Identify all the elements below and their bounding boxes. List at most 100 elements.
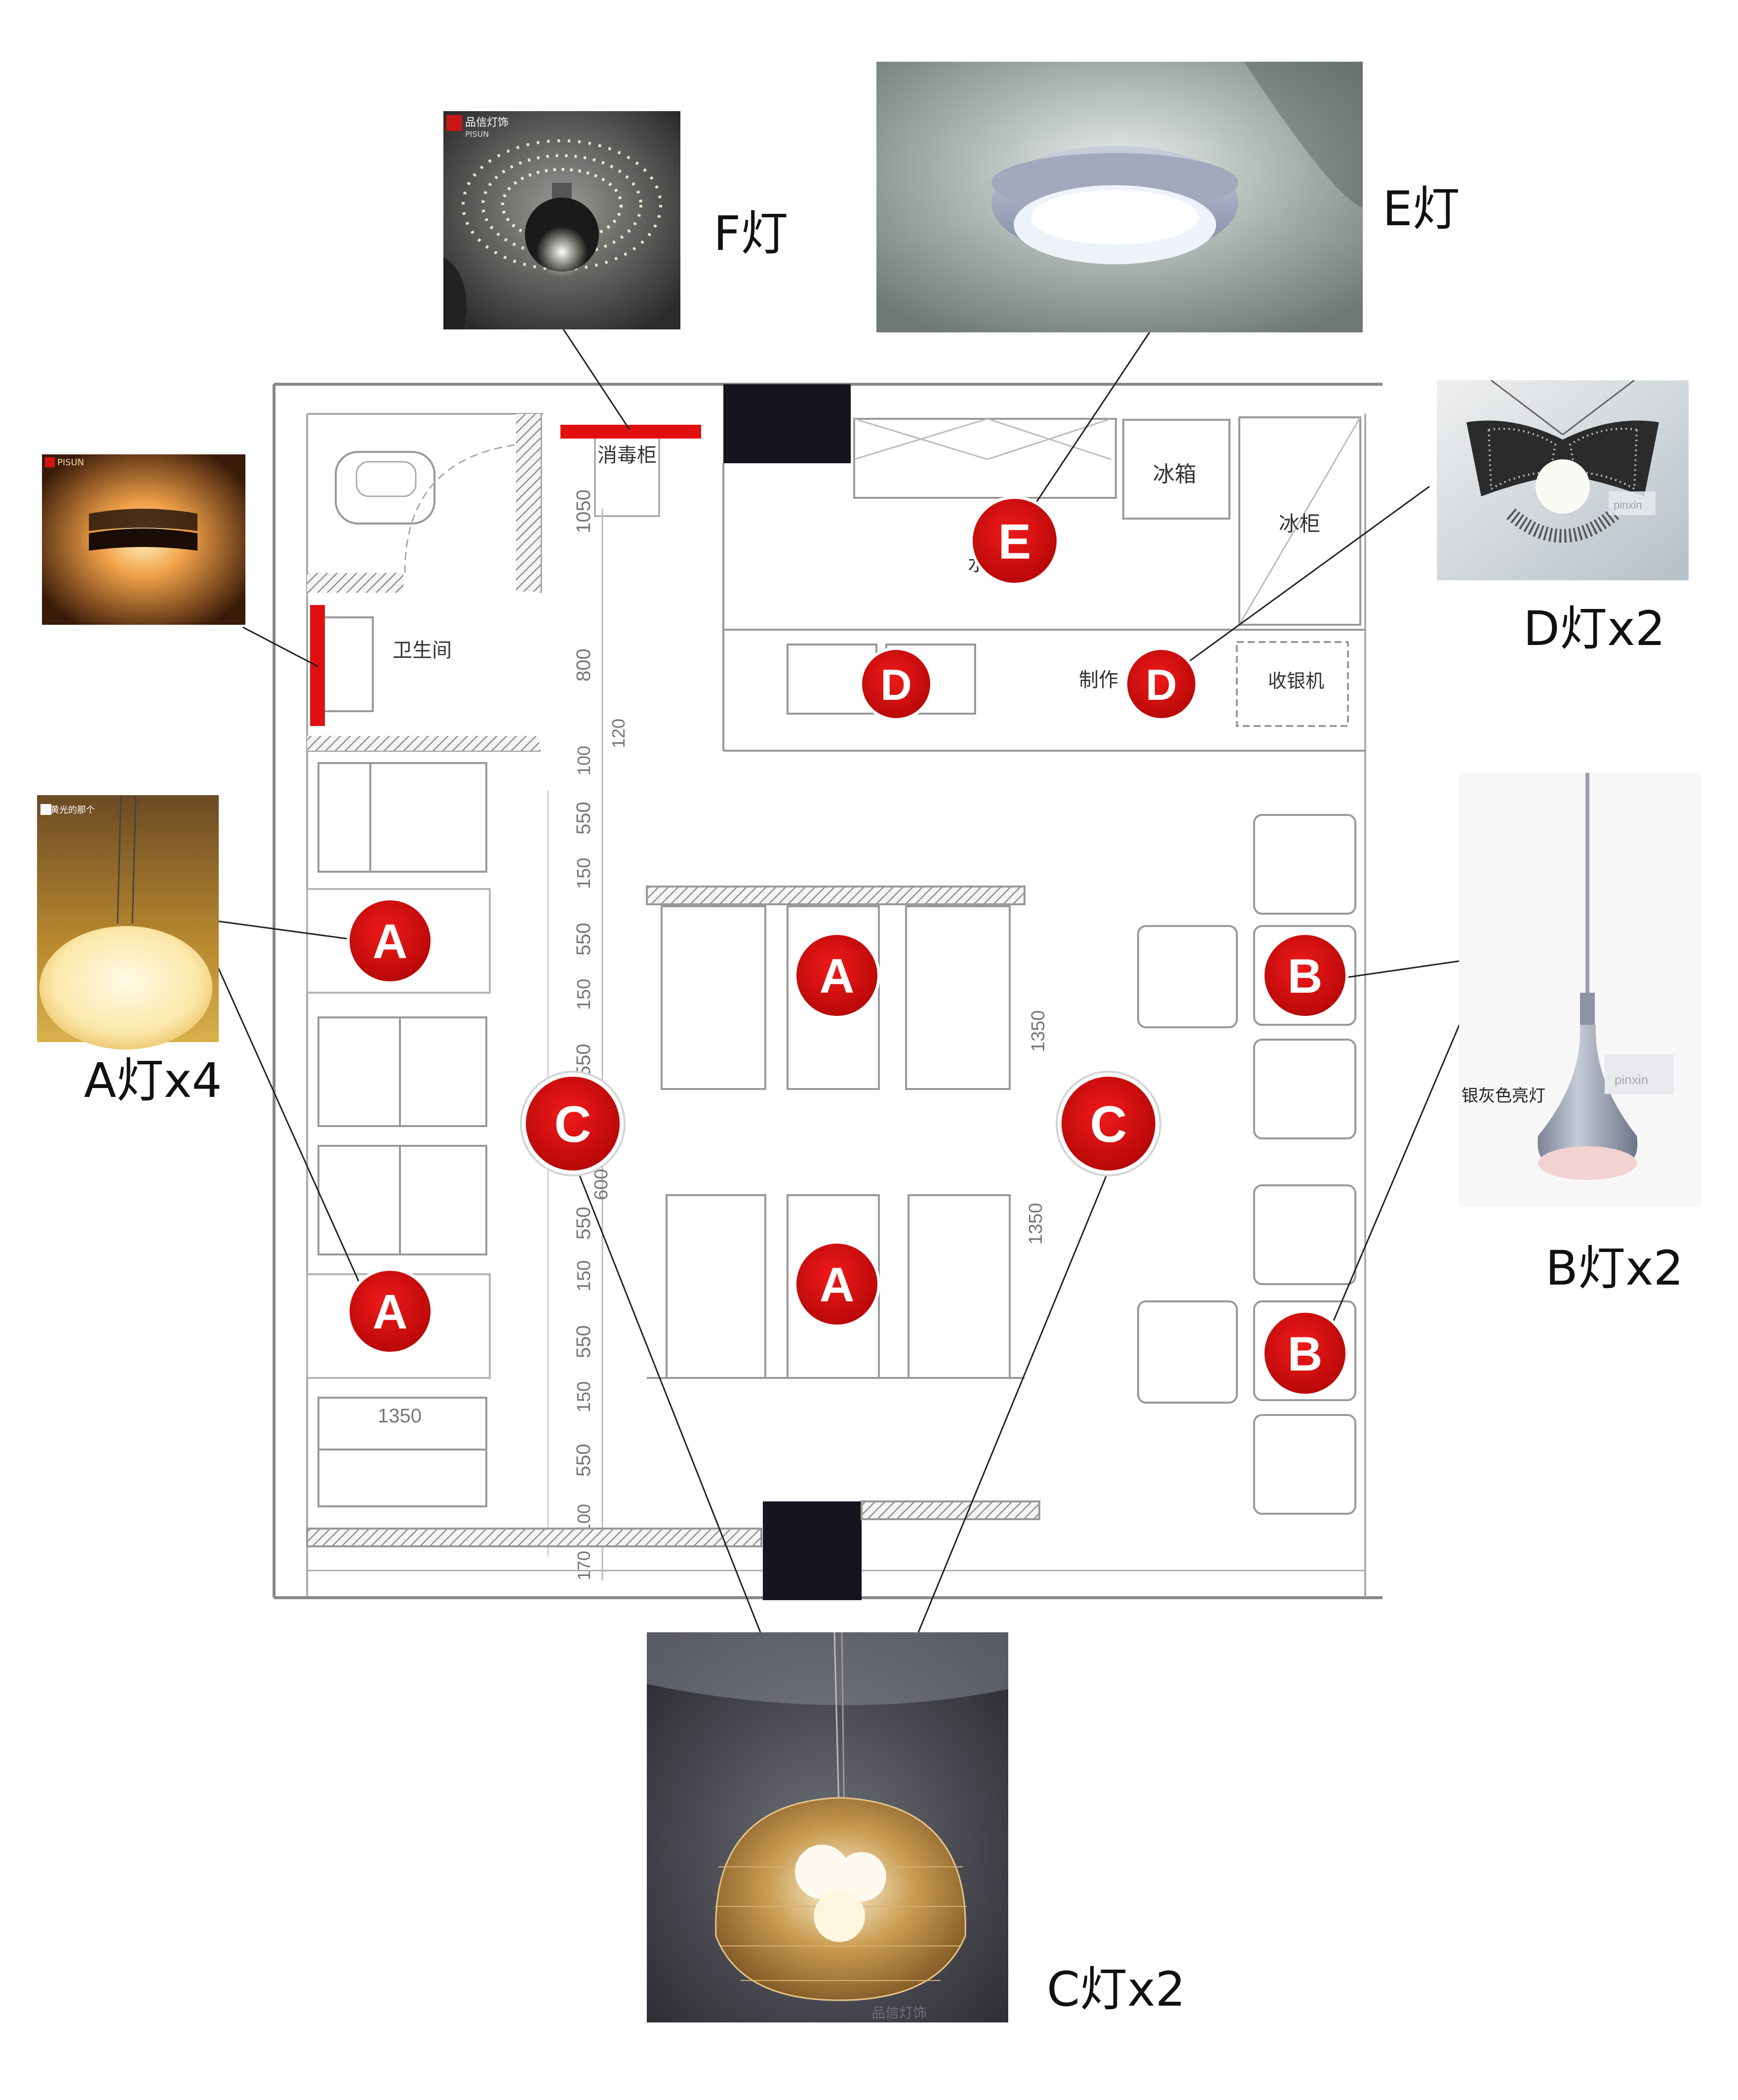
fridge-label: 冰箱 <box>1153 462 1196 487</box>
dim-170: 170 <box>574 1551 594 1580</box>
left-seat-2 <box>317 1016 487 1127</box>
dim-100a: 100 <box>574 746 594 775</box>
right-chair-6 <box>1253 1414 1356 1515</box>
bottom-hatch-left <box>306 1528 762 1547</box>
center-booths <box>306 886 1040 1547</box>
photo-e-lamp <box>876 62 1363 332</box>
cabinet-cross-4 <box>987 418 1111 460</box>
photo-b-lamp: pinxin 银灰色亮灯 <box>1459 773 1701 1207</box>
photo-f-lamp: 品信灯饰 PISUN <box>443 111 680 329</box>
left-seat-1 <box>317 762 487 873</box>
left-seat-3 <box>317 1145 487 1255</box>
line-f <box>562 328 631 430</box>
marker-c-left-label: C <box>554 1096 591 1153</box>
f-brand-sub-text: PISUN <box>465 129 489 139</box>
freezer-diag <box>1238 417 1361 625</box>
dim-120: 120 <box>608 719 629 748</box>
column-bottom <box>763 1501 862 1600</box>
caption-d-light: D灯x2 <box>1523 601 1665 656</box>
right-chair-facing-2 <box>1137 1300 1238 1404</box>
sterilizer-box <box>594 426 660 517</box>
line-b2 <box>1327 1017 1463 1334</box>
marker-a-left-bottom-label: A <box>373 1285 408 1339</box>
dim-150c: 150 <box>574 1260 594 1292</box>
wall-brand-text: PISUN <box>57 457 84 468</box>
marker-d-left-label: D <box>880 660 912 709</box>
d-watermark: pinxin <box>1614 499 1642 511</box>
b-note-text: 银灰色亮灯 <box>1462 1086 1545 1106</box>
center-table-1 <box>787 905 880 1090</box>
dim-1350b: 1350 <box>1028 1010 1049 1052</box>
caption-e-light: E灯 <box>1382 181 1460 237</box>
restroom-label: 卫生间 <box>393 639 452 662</box>
photo-a-lamp: A 黄光的那个 <box>37 795 219 1050</box>
freezer-box <box>1238 416 1361 626</box>
right-chair-3 <box>1253 1039 1356 1139</box>
toilet-tank <box>356 461 417 497</box>
freezer-label: 冰柜 <box>1279 512 1320 536</box>
caption-b-light: B灯x2 <box>1545 1241 1684 1296</box>
line-a2 <box>216 965 365 1294</box>
left-seat-4 <box>317 1397 487 1507</box>
marker-b-top: B <box>1262 932 1348 1019</box>
prep-label: 制作 <box>1079 669 1118 691</box>
cashier-box <box>1236 641 1349 727</box>
dim-1350c: 1350 <box>1026 1203 1046 1245</box>
center-hatch-top <box>646 886 1026 905</box>
dim-600: 600 <box>591 1169 612 1200</box>
right-chair-1 <box>1253 814 1356 915</box>
caption-c-light: C灯x2 <box>1047 1962 1185 2017</box>
center-seat-2b <box>908 1194 1011 1379</box>
line-b1 <box>1343 960 1463 979</box>
dim-150a: 150 <box>574 858 594 889</box>
marker-c-left: C <box>520 1071 626 1176</box>
right-chair-facing-1 <box>1137 925 1238 1028</box>
a-note-text: A 黄光的那个 <box>41 805 95 815</box>
caption-a-light: A灯x4 <box>84 1053 222 1108</box>
marker-e-label: E <box>998 514 1031 569</box>
b-watermark: pinxin <box>1615 1072 1648 1087</box>
cabinet-cross-2 <box>854 418 988 460</box>
sterilizer-light-bar <box>560 425 701 439</box>
marker-d-left: D <box>859 647 933 721</box>
left-table-1 <box>306 888 491 994</box>
sterilizer-label: 消毒柜 <box>597 444 657 467</box>
dim-550a: 550 <box>573 802 594 835</box>
right-chair-5 <box>1253 1300 1356 1401</box>
cashier-label: 收银机 <box>1268 670 1324 692</box>
dim-550b: 550 <box>573 923 594 956</box>
marker-a-center-bottom-label: A <box>820 1257 855 1312</box>
line-c2 <box>917 1170 1109 1633</box>
f-brand-text: 品信灯饰 <box>465 117 509 129</box>
dim-1350a: 1350 <box>378 1405 422 1427</box>
restroom-hatch <box>307 573 403 593</box>
dim-1050: 1050 <box>573 489 594 533</box>
dim-550d: 550 <box>573 1207 594 1240</box>
right-chair-4 <box>1253 1184 1356 1285</box>
bottom-hatch-right <box>861 1500 1040 1520</box>
left-booths <box>306 762 491 1507</box>
line-a1 <box>217 920 363 942</box>
corridor-hatch <box>307 736 539 751</box>
marker-c-right: C <box>1056 1071 1161 1176</box>
caption-f-light: F灯 <box>713 206 789 261</box>
restroom-hatch-2 <box>516 414 541 592</box>
marker-a-left-top: A <box>347 897 434 984</box>
door-swing <box>404 444 519 573</box>
dim-150d: 150 <box>574 1381 594 1413</box>
marker-d-right-label: D <box>1146 660 1177 709</box>
photo-d-lamp: pinxin <box>1437 379 1689 580</box>
marker-a-center-top: A <box>793 932 880 1019</box>
line-e <box>1021 330 1151 524</box>
center-seat-1a <box>661 905 766 1090</box>
marker-a-left-top-label: A <box>373 914 408 969</box>
marker-d-right: D <box>1124 647 1198 721</box>
photo-c-lamp: 品信灯饰 <box>647 1632 1008 2022</box>
line-wall <box>242 626 319 668</box>
dim-150b: 150 <box>574 979 594 1010</box>
center-seat-2a <box>666 1194 766 1379</box>
right-chairs <box>1137 814 1356 1515</box>
dim-550f: 550 <box>573 1444 594 1477</box>
line-c1 <box>572 1158 761 1633</box>
marker-a-center-bottom: A <box>793 1241 880 1328</box>
